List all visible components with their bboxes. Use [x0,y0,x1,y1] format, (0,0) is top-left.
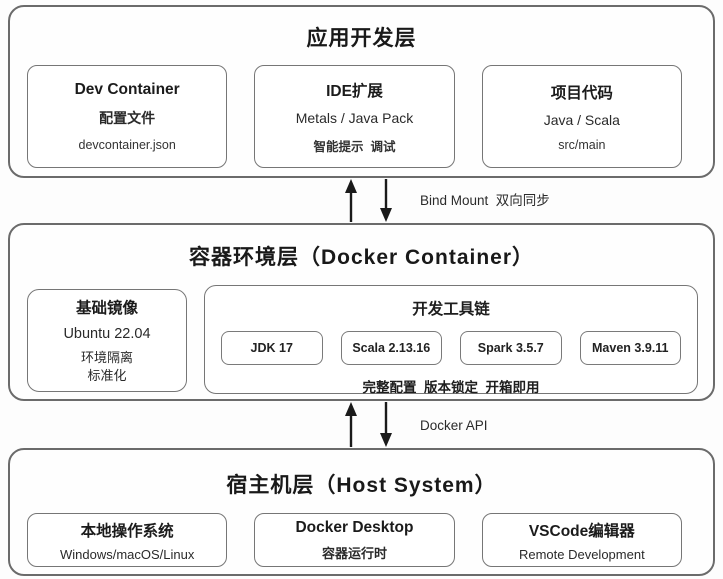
card-dev-container-title: Dev Container [74,81,180,98]
card-toolchain: 开发工具链 JDK 17 Scala 2.13.16 Spark 3.5.7 M… [204,285,698,395]
chip-spark: Spark 3.5.7 [460,331,562,365]
card-project-code: 项目代码 Java / Scala src/main [481,65,682,168]
card-local-os-title: 本地操作系统 [80,522,174,540]
connector-bind-mount [340,178,460,223]
card-base-image-subtitle: Ubuntu 22.04 [63,325,151,342]
card-base-image-lines: 环境隔离 标准化 [81,349,133,385]
card-ide-extensions: IDE扩展 Metals / Java Pack 智能提示 调试 [254,65,455,168]
layer-app-dev: 应用开发层 Dev Container 配置文件 devcontainer.js… [8,5,715,178]
layer-host-title: 宿主机层（Host System） [226,474,497,497]
bind-mount-label: Bind Mount 双向同步 [420,193,550,208]
arrow-up-icon [345,179,357,222]
docker-api-label: Docker API [420,418,488,433]
arrow-up-icon [345,402,357,447]
card-vscode: VSCode编辑器 Remote Development [481,513,682,567]
toolchain-chips-row: JDK 17 Scala 2.13.16 Spark 3.5.7 Maven 3… [205,331,697,365]
card-ide-extensions-detail: 智能提示 调试 [313,139,396,154]
toolchain-footer: 完整配置 版本锁定 开箱即用 [362,380,540,395]
card-docker-desktop-title: Docker Desktop [295,518,414,536]
card-ide-extensions-subtitle: Metals / Java Pack [295,109,414,126]
chip-scala: Scala 2.13.16 [340,331,442,365]
layer-container-title: 容器环境层（Docker Container） [188,246,535,269]
card-ide-extensions-title: IDE扩展 [326,82,383,100]
card-docker-desktop-subtitle: 容器运行时 [321,545,387,561]
card-base-image: 基础镜像 Ubuntu 22.04 环境隔离 标准化 [27,289,187,392]
card-dev-container: Dev Container 配置文件 devcontainer.json [27,65,228,168]
layer-docker-container: 容器环境层（Docker Container） 基础镜像 Ubuntu 22.0… [8,223,715,401]
base-image-line-standardization: 标准化 [87,368,127,383]
base-image-line-isolation: 环境隔离 [80,349,133,365]
arrow-down-icon [380,179,392,222]
card-docker-desktop: Docker Desktop 容器运行时 [254,513,455,567]
card-toolchain-title: 开发工具链 [412,301,490,318]
card-local-os: 本地操作系统 Windows/macOS/Linux [27,513,228,567]
connector-docker-api [340,401,460,448]
bidirectional-arrows-icon [345,179,392,222]
card-vscode-subtitle: Remote Development [518,546,645,562]
card-vscode-title: VSCode编辑器 [528,522,635,540]
card-dev-container-subtitle: 配置文件 [99,110,156,126]
card-dev-container-detail: devcontainer.json [78,138,176,152]
bidirectional-arrows-icon [345,402,392,447]
arrow-down-icon [380,402,392,447]
layer-host-system: 宿主机层（Host System） 本地操作系统 Windows/macOS/L… [8,448,715,576]
chip-maven: Maven 3.9.11 [579,331,681,365]
host-cards-row: 本地操作系统 Windows/macOS/Linux Docker Deskto… [27,513,682,567]
card-base-image-title: 基础镜像 [75,299,138,317]
card-project-code-subtitle: Java / Scala [543,112,620,128]
card-project-code-title: 项目代码 [550,85,613,102]
card-local-os-subtitle: Windows/macOS/Linux [59,546,195,562]
chip-jdk: JDK 17 [221,331,323,365]
app-cards-row: Dev Container 配置文件 devcontainer.json IDE… [27,65,682,168]
layer-app-title: 应用开发层 [306,27,417,50]
card-project-code-detail: src/main [558,138,606,152]
